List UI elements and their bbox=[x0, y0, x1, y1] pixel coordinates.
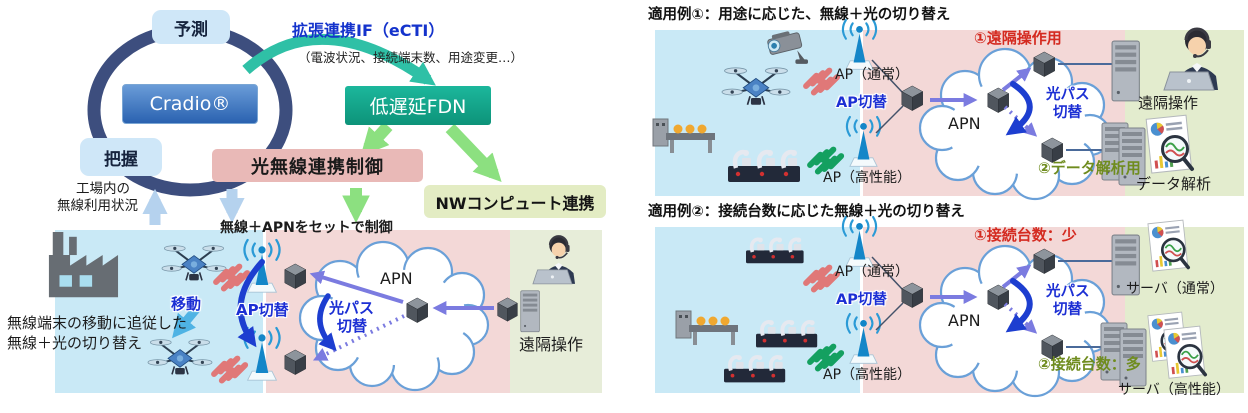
app2-optical-path-switch-line1: 光パス bbox=[1046, 284, 1090, 300]
app1-ap-high-label: AP（高性能） bbox=[823, 170, 912, 186]
optical-path-switch-line1: 光パス bbox=[329, 299, 375, 317]
server-icon bbox=[520, 290, 540, 333]
app2-ap-normal-label: AP（通常） bbox=[835, 264, 910, 280]
cradio-box: Cradio® bbox=[122, 84, 258, 124]
optical-path-switch-line2: 切替 bbox=[337, 317, 368, 335]
factory-status-line2: 無線利用状況 bbox=[57, 198, 138, 214]
app2-use1-label: ①接続台数：少 bbox=[974, 226, 1077, 244]
app1-dest2-label: データ解析 bbox=[1136, 175, 1212, 193]
app2-apn-label: APN bbox=[948, 311, 981, 330]
remote-operation-label: 遠隔操作 bbox=[519, 335, 584, 354]
chart-document-magnifier-icon bbox=[1146, 218, 1190, 273]
optical-wireless-control-box: 光無線連携制御 bbox=[212, 149, 423, 182]
app1-ap-normal-label: AP（通常） bbox=[835, 67, 910, 83]
app1-optical-path-switch-line2: 切替 bbox=[1053, 105, 1082, 121]
move-label: 移動 bbox=[171, 295, 202, 313]
optical-path-arrow bbox=[309, 270, 404, 304]
optical-path-alt-arrow bbox=[312, 314, 405, 361]
ap-switch-arrow bbox=[237, 259, 265, 348]
app1-optical-path-switch-line1: 光パス bbox=[1046, 87, 1090, 103]
app1-use2-label: ②データ解析用 bbox=[1038, 159, 1141, 177]
optical-switch-arrow bbox=[317, 293, 337, 352]
ap-switch-label: AP切替 bbox=[236, 301, 289, 319]
app1-title: 適用例①：用途に応じた、無線＋光の切り替え bbox=[648, 7, 951, 23]
move-arrow bbox=[172, 305, 201, 339]
ecti-swoosh-arrow bbox=[242, 33, 436, 86]
fdn-to-nw-arrow bbox=[445, 123, 502, 182]
follow-text-line1: 無線端末の移動に追従した bbox=[7, 314, 188, 332]
ecti-if-sublabel: （電波状況、接続端末数、用途変更…） bbox=[298, 50, 524, 65]
apn-label: APN bbox=[380, 269, 413, 288]
app2-title: 適用例②：接続台数に応じた無線＋光の切り替え bbox=[648, 204, 965, 220]
low-latency-fdn-box: 低遅延FDN bbox=[345, 86, 491, 125]
set-control-label: 無線＋APNをセットで制御 bbox=[220, 220, 393, 236]
ecti-if-label: 拡張連携IF（eCTI） bbox=[292, 21, 445, 40]
app1-apn-label: APN bbox=[948, 114, 981, 133]
app2-dest2-label: サーバ（高性能） bbox=[1118, 382, 1230, 398]
factory-status-line1: 工場内の bbox=[76, 181, 130, 197]
app2-optical-path-switch-line2: 切替 bbox=[1053, 302, 1082, 318]
server-icon bbox=[1111, 40, 1140, 102]
cycle-predict-box: 予測 bbox=[152, 10, 230, 44]
app1-use1-label: ①遠隔操作用 bbox=[974, 29, 1062, 47]
app1-ap-switch-label: AP切替 bbox=[836, 95, 887, 111]
follow-text-line2: 無線＋光の切り替え bbox=[7, 334, 143, 352]
cycle-grasp-box: 把握 bbox=[80, 138, 162, 176]
chart-document-magnifier-icon bbox=[1162, 324, 1207, 381]
app2-ap-switch-label: AP切替 bbox=[836, 292, 887, 308]
app2-dest1-label: サーバ（通常） bbox=[1126, 281, 1224, 297]
app2-ap-high-label: AP（高性能） bbox=[823, 367, 912, 383]
nw-compute-box: NWコンピュート連携 bbox=[424, 185, 606, 218]
app1-dest1-label: 遠隔操作 bbox=[1138, 94, 1199, 112]
chart-document-magnifier-icon bbox=[1144, 113, 1194, 176]
fdn-to-control-arrow bbox=[360, 121, 393, 157]
app2-use2-label: ②接続台数：多 bbox=[1038, 355, 1141, 373]
